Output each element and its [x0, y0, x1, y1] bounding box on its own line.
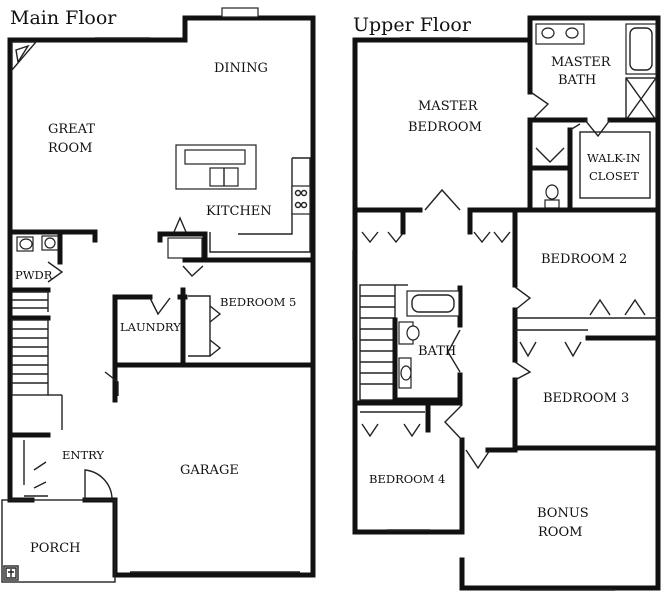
label-laundry: LAUNDRY	[120, 320, 181, 334]
label-great-room-line2: ROOM	[48, 141, 92, 156]
label-bedroom-2: BEDROOM 2	[541, 252, 627, 267]
label-walkin-line1: WALK-IN	[587, 151, 640, 165]
main-floor-title: Main Floor	[10, 7, 117, 29]
upper-floor-stairs	[359, 284, 408, 401]
label-entry: ENTRY	[62, 448, 104, 462]
label-porch: PORCH	[30, 541, 80, 556]
label-kitchen: KITCHEN	[206, 204, 272, 219]
label-bedroom-5: BEDROOM 5	[220, 295, 296, 309]
label-great-room-line1: GREAT	[48, 122, 95, 137]
upper-floor-plan	[352, 15, 661, 591]
label-master-bath-line1: MASTER	[551, 55, 612, 70]
label-master-bedroom-line1: MASTER	[418, 99, 479, 114]
label-bonus-line1: BONUS	[537, 506, 589, 521]
label-master-bath-line2: BATH	[558, 73, 596, 88]
main-floor-plan	[1, 7, 316, 583]
label-pwdr: PWDR	[15, 268, 53, 282]
upper-floor-title: Upper Floor	[353, 14, 472, 36]
main-floor-stairs	[7, 291, 63, 430]
label-bath: BATH	[418, 344, 456, 359]
label-master-bedroom-line2: BEDROOM	[408, 120, 482, 135]
label-dining: DINING	[214, 61, 268, 76]
label-garage: GARAGE	[180, 463, 239, 478]
label-walkin-line2: CLOSET	[589, 169, 639, 183]
label-bonus-line2: ROOM	[538, 525, 582, 540]
label-bedroom-3: BEDROOM 3	[543, 391, 629, 406]
label-bedroom-4: BEDROOM 4	[369, 472, 445, 486]
chimney-icon	[221, 7, 259, 18]
